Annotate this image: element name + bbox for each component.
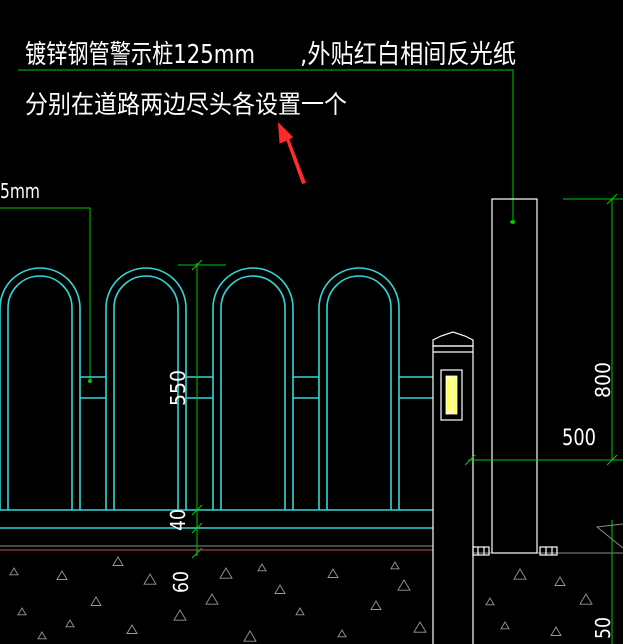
fence-middle-rails (80, 376, 433, 399)
ground-hatch-mark (243, 630, 257, 642)
ground-hatch-mark (390, 561, 400, 570)
ground-hatch-mark (327, 568, 339, 578)
dimension-tick (191, 504, 203, 516)
tall-post-marker (510, 220, 514, 224)
bolt (472, 546, 490, 556)
dimension-footing-depth: 60 (169, 571, 193, 593)
placement-note: 分别在道路两边尽头各设置一个 (25, 90, 347, 119)
bollard-cap (432, 331, 474, 347)
fence-arch-3-outer (212, 267, 294, 510)
ground-hatch-mark (112, 556, 124, 566)
ground-hatch-mark (337, 629, 347, 638)
ground-hatch-mark (17, 607, 27, 616)
ground-hatch-mark (126, 624, 138, 634)
ground-hatch-mark (143, 573, 157, 585)
bollard-body (432, 345, 474, 644)
left-label: 5mm (0, 179, 40, 203)
red-arrow-icon (278, 122, 306, 184)
dimension-tick (606, 193, 618, 205)
fence-arch-2-inner (113, 275, 179, 510)
fence-arch-4-outer (318, 267, 400, 510)
dimension-tick (464, 454, 476, 466)
bollard-label: 镀锌钢管警示桩125mm (25, 40, 255, 70)
dimension-post-height: 800 (591, 362, 615, 398)
fence-height-dimension (178, 259, 226, 559)
ground-hatch-mark (413, 621, 427, 633)
ground-hatch-mark (554, 576, 566, 586)
ground-hatch-mark (295, 607, 305, 616)
bollard-leader-line (18, 69, 514, 222)
ground-hatch-mark (37, 631, 47, 640)
post-dimensions (464, 193, 623, 644)
ground-hatch-mark (370, 600, 382, 610)
ground-hatch-mark (9, 567, 19, 576)
fence-arches (0, 267, 400, 510)
ground-hatch-mark (257, 563, 267, 572)
bollard-reflector-frame (440, 369, 463, 421)
dimension-post-offset: 500 (562, 426, 596, 451)
fence-arch-2-outer (105, 267, 187, 510)
reflector-edge (445, 375, 453, 415)
dimension-tick (191, 547, 203, 559)
fence-arch-4-inner (326, 275, 392, 510)
ground-hatch-mark (219, 567, 233, 579)
bollard (432, 331, 474, 644)
dimension-tick (191, 259, 203, 271)
ground-hatch-mark (56, 570, 68, 580)
ground-hatch-mark (205, 593, 219, 605)
bollard-label-suffix: ,外贴红白相间反光纸 (300, 40, 516, 70)
dimension-post-depth: 50 (591, 617, 615, 639)
ground-hatch-mark (485, 597, 495, 606)
anchor-bolts (472, 546, 558, 556)
ground-hatch-mark (397, 579, 411, 591)
ground-hatch-mark (274, 584, 286, 594)
ground-hatch-mark (550, 626, 562, 636)
left-leader-dot (88, 379, 92, 383)
ground-hatch-mark (90, 596, 102, 606)
fence-arch-1-inner (7, 275, 73, 510)
dimension-fence-height: 550 (166, 370, 190, 406)
dimension-rail-height: 40 (166, 509, 190, 531)
ground-hatch-mark (65, 619, 75, 628)
ground-hatch (9, 556, 593, 642)
ground-hatch-mark (513, 568, 527, 580)
tall-post (491, 198, 538, 554)
fence-arch-3-inner (220, 275, 286, 510)
bolt (539, 546, 558, 556)
dimension-tick (606, 454, 618, 466)
ground-hatch-mark (500, 621, 510, 630)
dimension-tick (191, 522, 203, 534)
ground-hatch-mark (173, 609, 187, 621)
ground-hatch-mark (579, 593, 593, 605)
left-leader-line (0, 207, 91, 380)
section-break-mark (595, 523, 623, 549)
fence-arch-1-outer (0, 267, 81, 510)
